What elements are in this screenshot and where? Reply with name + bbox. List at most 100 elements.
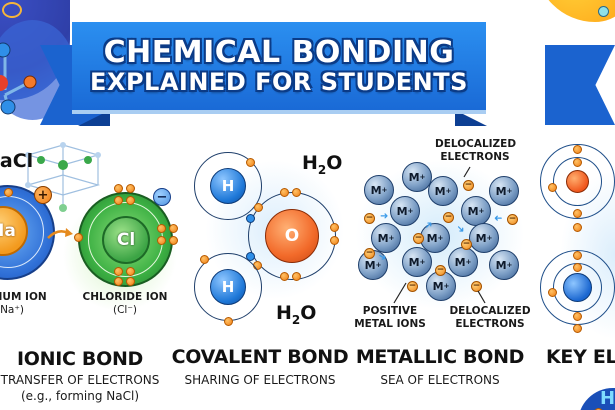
water-formula-top: H2O xyxy=(302,152,343,177)
electron-icon xyxy=(548,288,557,297)
key-elements-title: KEY EL xyxy=(546,346,615,368)
electron-icon xyxy=(548,183,557,192)
electron-icon xyxy=(573,263,582,272)
metal-ion-icon: M+ xyxy=(364,175,394,205)
hydrogen-atom-top: H xyxy=(210,168,246,204)
oxygen-atom: O xyxy=(265,209,319,263)
metal-ion-icon: M+ xyxy=(489,176,519,206)
hydrogen-atom-bottom: H xyxy=(210,269,246,305)
delocalized-electrons-label-top: DELOCALIZED ELECTRONS xyxy=(435,138,517,164)
ionic-bond-panel: NaCl Na + Cl − SODIUM ION (Na⁺) CHLORIDE… xyxy=(0,130,180,410)
label-pointer-line xyxy=(463,166,471,178)
covalent-bond-panel: H O H H2O H2O COVALENT BOND SHARING OF E… xyxy=(172,130,350,410)
shared-electron-icon xyxy=(246,214,255,223)
delocalized-electron-icon: − xyxy=(407,281,418,292)
electron-icon xyxy=(157,236,166,245)
molecule-model-icon xyxy=(0,42,37,115)
delocalized-electron-icon: − xyxy=(507,214,518,225)
electron-icon xyxy=(573,324,582,333)
page-title: CHEMICAL BONDING xyxy=(103,35,455,71)
label-pointer-line xyxy=(477,290,486,304)
delocalized-electron-icon: − xyxy=(461,239,472,250)
negative-charge-icon: − xyxy=(153,188,171,206)
electron-icon xyxy=(157,224,166,233)
metal-ion-icon: M+ xyxy=(489,250,519,280)
electron-icon xyxy=(292,188,301,197)
electron-icon xyxy=(292,272,301,281)
atom-orbit-icon xyxy=(2,2,22,18)
electron-icon xyxy=(4,188,13,197)
delocalized-electron-icon: − xyxy=(364,213,375,224)
chloride-ion-label: CHLORIDE ION (Cl⁻) xyxy=(82,291,168,317)
electron-icon xyxy=(573,223,582,232)
metal-ion-icon: M+ xyxy=(426,271,456,301)
electron-icon xyxy=(114,277,123,286)
arrow-right-icon: ➜ xyxy=(380,211,389,222)
nucleus-orange xyxy=(566,170,589,193)
metal-ion-icon: M+ xyxy=(390,196,420,226)
hydrogen-orbit-top xyxy=(194,152,262,220)
sodium-ion-label: SODIUM ION (Na⁺) xyxy=(0,291,47,317)
electron-icon xyxy=(200,255,209,264)
banner-ribbon-tail-right xyxy=(545,45,615,125)
transferred-electron-icon xyxy=(74,233,83,242)
electron-icon xyxy=(573,158,582,167)
metallic-bond-title: METALLIC BOND xyxy=(355,346,525,368)
electron-icon xyxy=(573,312,582,321)
electron-transfer-arrow-icon xyxy=(47,228,73,239)
title-banner: CHEMICAL BONDING EXPLAINED FOR STUDENTS xyxy=(72,22,486,110)
positive-metal-ions-label: POSITIVE METAL IONS xyxy=(354,305,426,331)
covalent-bond-title: COVALENT BOND xyxy=(171,346,349,368)
delocalized-electron-icon: − xyxy=(463,180,474,191)
electron-icon xyxy=(114,184,123,193)
ionic-bond-title: IONIC BOND xyxy=(16,348,144,370)
metal-ion-icon: M+ xyxy=(402,247,432,277)
nacl-formula-label: NaCl xyxy=(0,150,34,172)
electron-icon xyxy=(573,145,582,154)
electron-icon xyxy=(598,6,609,17)
electron-icon xyxy=(114,267,123,276)
metallic-bond-subtitle: SEA OF ELECTRONS xyxy=(380,373,500,387)
page-subtitle: EXPLAINED FOR STUDENTS xyxy=(90,68,468,97)
electron-icon xyxy=(573,251,582,260)
electron-icon xyxy=(280,272,289,281)
shared-electron-icon xyxy=(246,252,255,261)
electron-icon xyxy=(330,223,339,232)
nucleus-blue xyxy=(563,273,592,302)
metal-ion-icon: M+ xyxy=(428,176,458,206)
electron-icon xyxy=(126,196,135,205)
label-pointer-line xyxy=(393,282,407,304)
banner-fold-right xyxy=(455,110,487,126)
positive-charge-icon: + xyxy=(34,186,52,204)
metal-ion-icon: M+ xyxy=(448,247,478,277)
electron-icon xyxy=(126,277,135,286)
electron-icon xyxy=(280,188,289,197)
shared-electron-icon xyxy=(254,203,263,212)
metal-ion-icon: M+ xyxy=(371,223,401,253)
element-badge-symbol: H xyxy=(600,388,615,409)
electron-icon xyxy=(114,196,123,205)
delocalized-electrons-label-bottom: DELOCALIZED ELECTRONS xyxy=(449,305,531,331)
electron-icon xyxy=(126,267,135,276)
sodium-symbol: Na xyxy=(0,221,16,241)
electron-icon xyxy=(224,317,233,326)
metal-ion-icon: M+ xyxy=(420,223,450,253)
electron-icon xyxy=(330,236,339,245)
electron-icon xyxy=(126,184,135,193)
water-formula-bottom: H2O xyxy=(276,302,317,327)
electron-icon xyxy=(573,209,582,218)
key-elements-panel: KEY EL H xyxy=(530,130,615,410)
electron-icon xyxy=(246,158,255,167)
covalent-bond-subtitle: SHARING OF ELECTRONS xyxy=(184,373,336,387)
metal-ion-icon: M+ xyxy=(402,162,432,192)
metal-ion-icon: M+ xyxy=(461,196,491,226)
metal-ion-icon: M+ xyxy=(469,223,499,253)
arrow-left-icon: ➜ xyxy=(494,212,503,223)
chlorine-nucleus: Cl xyxy=(102,216,150,264)
delocalized-electron-icon: − xyxy=(435,265,446,276)
metallic-bond-panel: DELOCALIZED ELECTRONS M+ M+ M+ M+ M+ M+ … xyxy=(350,130,530,410)
delocalized-electron-icon: − xyxy=(443,212,454,223)
delocalized-electron-icon: − xyxy=(364,248,375,259)
ionic-bond-subtitle: TRANSFER OF ELECTRONS xyxy=(0,373,160,387)
inner-orbit xyxy=(553,157,602,206)
